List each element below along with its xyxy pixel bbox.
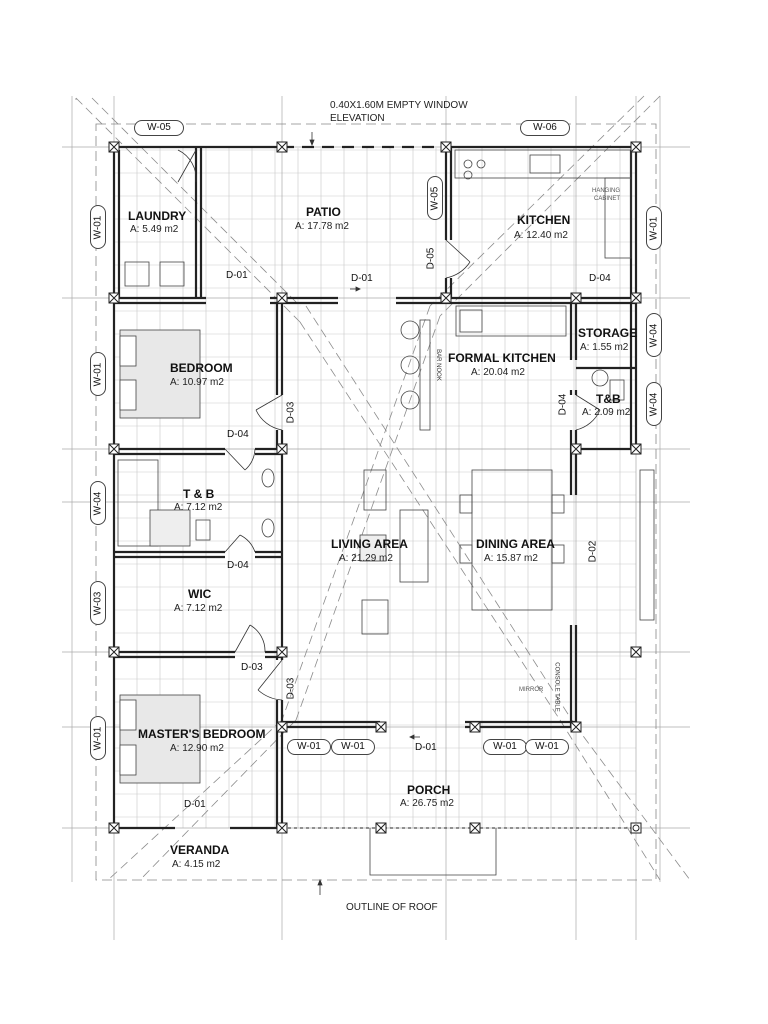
window-tag-w06-top: W-06 [520, 120, 570, 136]
floor-tile-grid [114, 148, 636, 828]
window-tag-label: W-04 [92, 491, 104, 515]
mirror-note: MIRROR [519, 687, 544, 693]
room-living-area: A: 21.29 m2 [339, 553, 393, 564]
window-tag-w01-bottom-1: W-01 [287, 739, 331, 755]
room-tb-large-area: A: 7.12 m2 [174, 502, 223, 513]
room-porch-area: A: 26.75 m2 [400, 798, 454, 809]
door-tag-d03-wic: D-03 [241, 662, 263, 673]
room-masters-name: MASTER'S BEDROOM [138, 727, 266, 741]
room-tb-small-area: A: 2.09 m2 [582, 407, 631, 418]
room-dining-area: A: 15.87 m2 [484, 553, 538, 564]
room-masters-area: A: 12.90 m2 [170, 743, 224, 754]
window-tag-w01-right-kitchen: W-01 [646, 206, 662, 250]
door-tag-d03-bedroom: D-03 [285, 401, 297, 424]
room-patio-name: PATIO [306, 205, 341, 219]
axis-grid-lines [62, 96, 690, 940]
room-veranda-name: VERANDA [170, 843, 230, 857]
room-porch-name: PORCH [407, 783, 451, 797]
hanging-cabinet-note-2: CABINET [594, 196, 621, 202]
door-tag-d05-kitchen: D-05 [425, 247, 437, 270]
room-tb-large-name: T & B [183, 487, 215, 501]
window-tag-w01-left-bedroom: W-01 [90, 352, 106, 396]
window-tag-label: W-04 [648, 392, 660, 416]
console-table-note: CONSOLE TABLE [553, 662, 560, 712]
room-bedroom-name: BEDROOM [170, 361, 233, 375]
roof-outline-note: OUTLINE OF ROOF [346, 902, 438, 913]
walls [112, 145, 638, 830]
door-tag-d02-dining: D-02 [587, 540, 599, 563]
window-tag-label: W-05 [429, 186, 441, 210]
door-tag-d04-tb-large: D-04 [227, 560, 249, 571]
window-note-line2: ELEVATION [330, 113, 385, 124]
window-tag-w04-left-tb: W-04 [90, 481, 106, 525]
window-tag-w01-left-master: W-01 [90, 716, 106, 760]
room-dining-name: DINING AREA [476, 537, 555, 551]
window-tag-label: W-01 [92, 362, 104, 386]
flow-arrows [309, 132, 420, 895]
window-tag-label: W-01 [92, 215, 104, 239]
room-living-name: LIVING AREA [331, 537, 408, 551]
room-formal-kitchen-name: FORMAL KITCHEN [448, 351, 556, 365]
room-laundry-area: A: 5.49 m2 [130, 224, 179, 235]
fixtures [117, 149, 655, 876]
room-bedroom-area: A: 10.97 m2 [170, 377, 224, 388]
room-wic-name: WIC [188, 587, 212, 601]
window-tag-w01-left-laundry: W-01 [90, 205, 106, 249]
door-tag-d01-patio: D-01 [351, 273, 373, 284]
room-laundry-name: LAUNDRY [128, 209, 187, 223]
window-tag-label: W-01 [648, 216, 660, 240]
room-patio-area: A: 17.78 m2 [295, 221, 349, 232]
room-kitchen-name: KITCHEN [517, 213, 571, 227]
window-tag-label: W-04 [648, 323, 660, 347]
door-tag-d04-kitchen: D-04 [589, 273, 611, 284]
window-tag-label: W-01 [92, 726, 104, 750]
window-tag-w04-right-tb: W-04 [646, 382, 662, 426]
window-tag-w01-bottom-3: W-01 [483, 739, 527, 755]
window-note-line1: 0.40X1.60M EMPTY WINDOW [330, 100, 468, 111]
window-tag-w03-left-wic: W-03 [90, 581, 106, 625]
room-storage-name: STORAGE [578, 326, 638, 340]
door-tag-d01-porch: D-01 [415, 742, 437, 753]
room-tb-small-name: T&B [596, 392, 621, 406]
hanging-cabinet-note-1: HANGING [592, 188, 621, 194]
door-tag-d01-master: D-01 [184, 799, 206, 810]
window-tag-w01-bottom-4: W-01 [525, 739, 569, 755]
bar-nook-note: BAR NOOK [434, 349, 441, 381]
window-tag-w01-bottom-2: W-01 [331, 739, 375, 755]
door-tag-d04-bedroom: D-04 [227, 429, 249, 440]
door-tag-d04-tb-small: D-04 [557, 393, 569, 416]
roof-hip-lines [75, 95, 691, 881]
window-tag-w05-kitchen-wall: W-05 [427, 176, 443, 220]
room-storage-area: A: 1.55 m2 [580, 342, 629, 353]
structural-columns [108, 141, 642, 834]
door-tag-d03-master: D-03 [285, 677, 297, 700]
room-wic-area: A: 7.12 m2 [174, 603, 223, 614]
door-swings [177, 149, 601, 701]
room-veranda-area: A: 4.15 m2 [172, 859, 221, 870]
window-tag-w05-top: W-05 [134, 120, 184, 136]
room-kitchen-area: A: 12.40 m2 [514, 230, 568, 241]
door-tag-d01-laundry: D-01 [226, 270, 248, 281]
window-tag-w04-right-storage: W-04 [646, 313, 662, 357]
room-formal-kitchen-area: A: 20.04 m2 [471, 367, 525, 378]
window-tag-label: W-03 [92, 591, 104, 615]
